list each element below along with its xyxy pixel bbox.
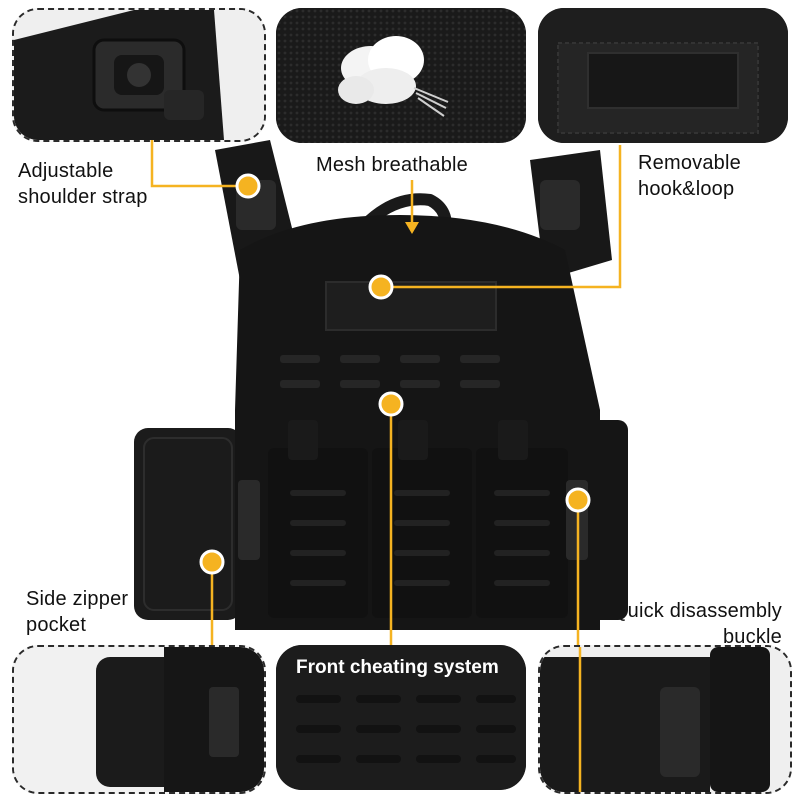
velcro-patch-icon xyxy=(538,8,788,143)
label-side-pocket: Side zipper pocket xyxy=(26,588,129,636)
label-hook-loop: Removable hook&loop xyxy=(638,152,741,200)
quick-buckle-image xyxy=(540,647,790,792)
detail-panel-hookloop xyxy=(538,8,788,143)
detail-panel-mesh xyxy=(276,8,526,143)
label-mesh-breathable: Mesh breathable xyxy=(316,154,468,176)
callout-dot xyxy=(199,173,591,575)
mesh-cloud-icon xyxy=(338,36,449,117)
side-pocket xyxy=(134,428,242,620)
label-front-system: Front cheating system xyxy=(296,657,499,678)
label-shoulder-strap: Adjustable shoulder strap xyxy=(18,160,148,208)
pocket-image xyxy=(14,647,264,792)
callout-line-hookloop xyxy=(392,145,622,289)
shoulder-buckle-image xyxy=(14,10,264,140)
detail-panel-pocket xyxy=(12,645,266,794)
callout-line-shoulder xyxy=(150,140,236,188)
front-slots-image xyxy=(276,645,526,790)
mesh-image xyxy=(276,8,526,143)
detail-panel-front: Front cheating system xyxy=(276,645,526,790)
detail-panel-shoulder xyxy=(12,8,266,142)
mag-pouches xyxy=(268,420,568,618)
detail-panel-buckle xyxy=(538,645,792,794)
